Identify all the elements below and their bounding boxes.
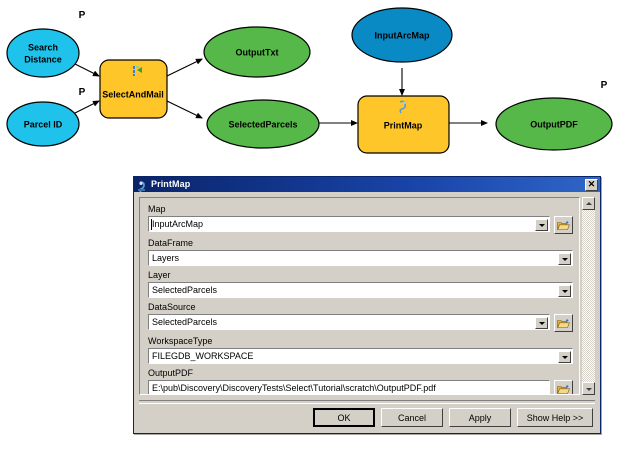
model-node-parcel-id[interactable]: Parcel ID [6, 101, 80, 147]
model-node-output-txt[interactable]: OutputTxt [203, 26, 311, 78]
model-node-label: OutputPDF [530, 119, 578, 129]
parameter-field-list: Map InputArcMap [148, 204, 573, 394]
model-node-label: Search [28, 42, 58, 52]
connector-selectandmail-to-outputtxt [166, 58, 203, 77]
map-input[interactable]: InputArcMap [148, 216, 550, 232]
layer-input[interactable]: SelectedParcels [148, 282, 573, 298]
cancel-button[interactable]: Cancel [381, 408, 443, 427]
model-node-label: Distance [24, 54, 62, 64]
outputpdf-value: E:\pub\Discovery\DiscoveryTests\Select\T… [152, 383, 436, 393]
model-node-label: SelectAndMail [102, 89, 164, 99]
field-dataframe: DataFrame Layers [148, 238, 573, 266]
scroll-down-icon[interactable] [582, 382, 595, 395]
dialog-button-row: OK Cancel Apply Show Help >> [313, 408, 593, 427]
scrollbar-track[interactable] [582, 210, 595, 382]
field-label-workspacetype: WorkspaceType [148, 336, 213, 346]
map-browse-button[interactable] [554, 216, 573, 234]
script-tool-icon [137, 179, 148, 193]
field-label-datasource: DataSource [148, 302, 196, 312]
outputpdf-input[interactable]: E:\pub\Discovery\DiscoveryTests\Select\T… [148, 380, 550, 394]
parameter-marker-output-pdf: P [601, 80, 608, 91]
field-label-map: Map [148, 204, 166, 214]
folder-open-icon [557, 221, 570, 230]
map-value: InputArcMap [152, 219, 204, 229]
field-workspacetype: WorkspaceType FILEGDB_WORKSPACE [148, 336, 573, 364]
model-node-select-and-mail[interactable]: SelectAndMail [99, 59, 168, 119]
model-node-output-pdf[interactable]: OutputPDF [495, 97, 613, 151]
folder-open-icon [557, 385, 570, 394]
close-icon[interactable]: ✕ [585, 178, 598, 191]
dialog-body: Map InputArcMap [134, 192, 600, 433]
script-icon [133, 66, 142, 76]
model-node-search-distance[interactable]: Search Distance [6, 28, 80, 78]
scroll-up-icon[interactable] [582, 197, 595, 210]
model-node-label: PrintMap [384, 120, 423, 130]
field-datasource: DataSource SelectedParcels [148, 302, 573, 332]
chevron-down-icon[interactable] [558, 350, 571, 363]
field-label-dataframe: DataFrame [148, 238, 194, 248]
text-caret [151, 219, 152, 230]
field-outputpdf: OutputPDF E:\pub\Discovery\DiscoveryTest… [148, 368, 573, 394]
datasource-input[interactable]: SelectedParcels [148, 314, 550, 330]
field-layer: Layer SelectedParcels [148, 270, 573, 298]
parameter-marker-parcel-id: P [79, 87, 86, 98]
workspacetype-value: FILEGDB_WORKSPACE [152, 351, 254, 361]
model-node-label: InputArcMap [375, 30, 431, 40]
chevron-down-icon[interactable] [558, 252, 571, 265]
parameters-panel: Map InputArcMap [139, 197, 580, 395]
model-node-selected-parcels[interactable]: SelectedParcels [206, 99, 320, 149]
datasource-value: SelectedParcels [152, 317, 218, 327]
model-node-input-arcmap[interactable]: InputArcMap [351, 7, 453, 63]
chevron-down-icon[interactable] [535, 218, 548, 231]
field-map: Map InputArcMap [148, 204, 573, 234]
show-help-button[interactable]: Show Help >> [517, 408, 593, 427]
dialog-titlebar[interactable]: PrintMap ✕ [134, 177, 600, 193]
script-icon [399, 100, 406, 114]
outputpdf-browse-button[interactable] [554, 380, 573, 394]
model-node-print-map[interactable]: PrintMap [357, 95, 450, 154]
model-diagram-canvas[interactable]: Search Distance P Parcel ID P SelectAndM… [0, 0, 628, 172]
printmap-tool-dialog[interactable]: PrintMap ✕ Map InputArcMap [133, 176, 601, 434]
model-node-label: Parcel ID [24, 119, 63, 129]
workspacetype-input[interactable]: FILEGDB_WORKSPACE [148, 348, 573, 364]
dialog-title: PrintMap [151, 179, 191, 189]
model-node-label: OutputTxt [236, 47, 279, 57]
connector-selectandmail-to-selectedparcels [166, 100, 203, 119]
model-node-label: SelectedParcels [228, 119, 297, 129]
apply-button[interactable]: Apply [449, 408, 511, 427]
field-label-layer: Layer [148, 270, 171, 280]
dataframe-input[interactable]: Layers [148, 250, 573, 266]
dataframe-value: Layers [152, 253, 180, 263]
button-separator [139, 400, 595, 404]
chevron-down-icon[interactable] [535, 316, 548, 329]
parameter-marker-search-distance: P [79, 10, 86, 21]
datasource-browse-button[interactable] [554, 314, 573, 332]
folder-open-icon [557, 319, 570, 328]
ok-button[interactable]: OK [313, 408, 375, 427]
parameters-scrollbar[interactable] [582, 197, 595, 395]
chevron-down-icon[interactable] [558, 284, 571, 297]
layer-value: SelectedParcels [152, 285, 218, 295]
field-label-outputpdf: OutputPDF [148, 368, 194, 378]
